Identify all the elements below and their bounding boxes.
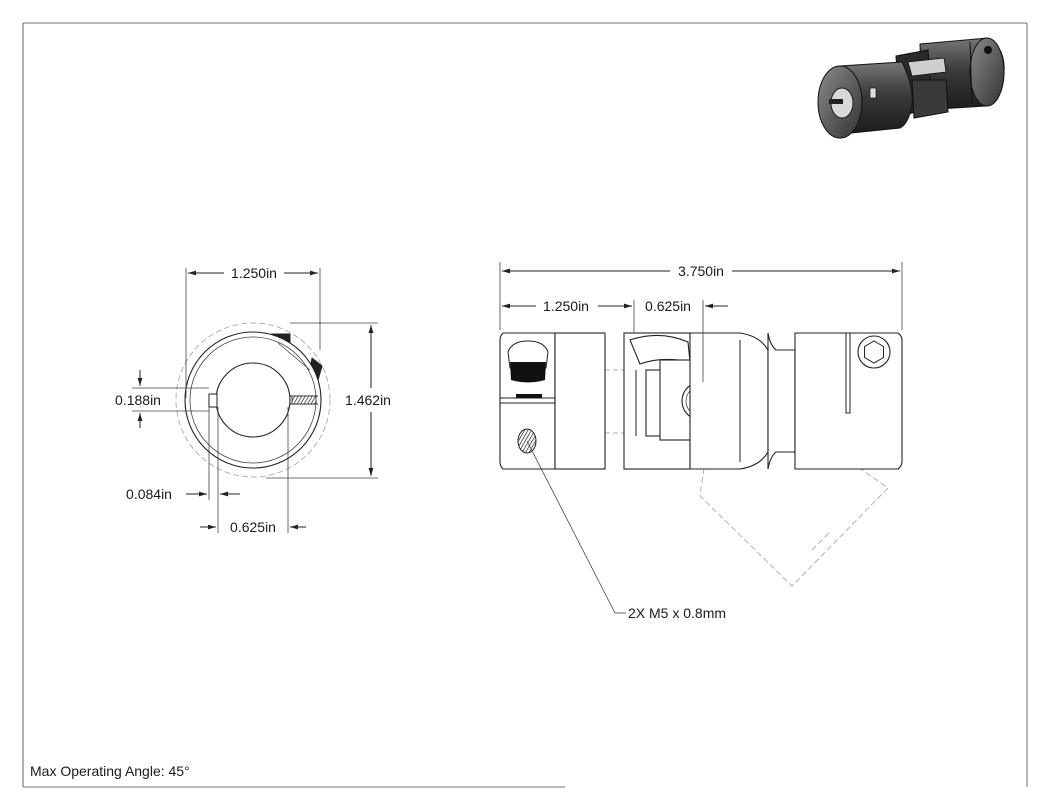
dim-keyway-width: 0.188in	[115, 392, 161, 408]
socket-cap-screw-icon	[510, 362, 546, 383]
dim-overall-length: 3.750in	[678, 263, 724, 279]
front-view: 2X M5 x 0.8mm 3.750in 1.250in 0.625in	[499, 262, 903, 621]
dim-keyway-depth: 0.084in	[126, 486, 172, 502]
sheet-border	[22, 22, 1028, 788]
isometric-coupling-icon	[817, 37, 1005, 139]
dim-bore: 0.625in	[230, 519, 276, 535]
dim-hub-length: 1.250in	[543, 298, 589, 314]
end-view: 1.250in 1.462in 0.188in 0.084in 0.625in	[115, 265, 391, 535]
max-angle-note: Max Operating Angle: 45°	[30, 763, 190, 779]
dim-joint-length: 0.625in	[645, 298, 691, 314]
dim-height: 1.462in	[345, 392, 391, 408]
dim-width: 1.250in	[231, 265, 277, 281]
thread-callout: 2X M5 x 0.8mm	[628, 605, 726, 621]
